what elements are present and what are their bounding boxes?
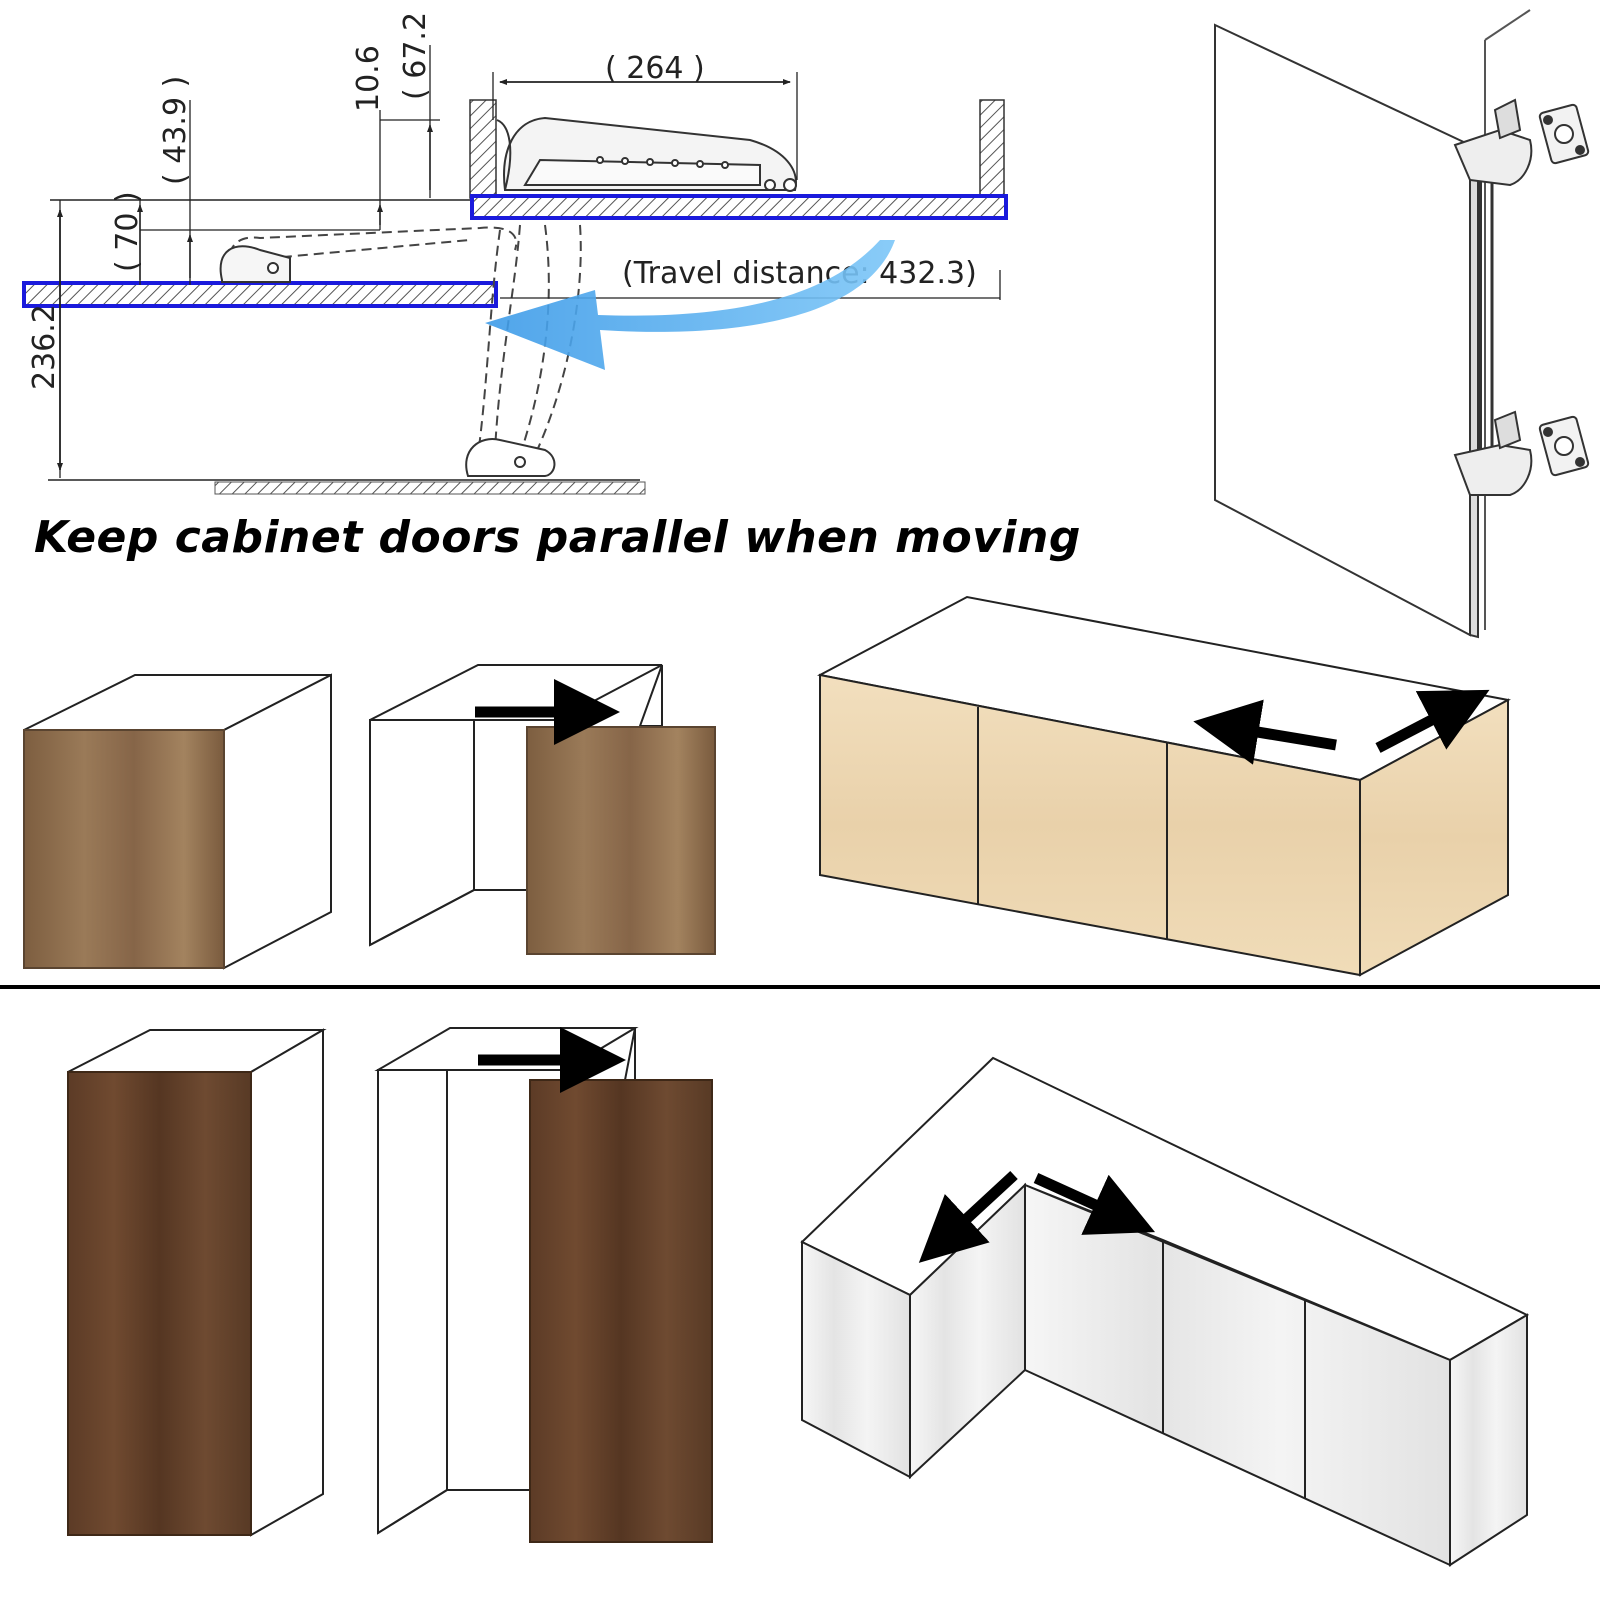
cabinet-row-1: [23, 595, 1511, 977]
door-hinge-perspective: [1214, 9, 1590, 639]
corner-right-arrow-icon: [1033, 1172, 1156, 1235]
door-closed-position: [470, 194, 1008, 220]
motion-arrow-icon: [485, 240, 895, 370]
dimension-arrows: [57, 79, 791, 471]
dim-70-label: ( 70 ): [110, 191, 145, 272]
cabinet-row-2: [67, 1027, 1530, 1567]
cabinet-tall-closed-dark: [67, 1028, 327, 1537]
left-cabinet-wall: [469, 99, 497, 199]
dim-10-6-label: 10.6: [351, 45, 386, 112]
door-open-position: [22, 281, 498, 308]
hinge-base-lower: [219, 245, 556, 477]
left-arrow-icon: [1193, 699, 1337, 765]
dim-264-label: ( 264 ): [605, 51, 705, 86]
hinge-top-icon: [1453, 98, 1590, 187]
dim-236-2-label: 236.2: [27, 304, 62, 390]
right-arrow-icon: [1375, 689, 1490, 753]
technical-drawing: ( 264 ) ( 67.2 ) 10.6 ( 43.9 ) ( 70 ) 23…: [22, 0, 1008, 495]
corner-left-arrow-icon: [918, 1170, 1018, 1263]
right-cabinet-wall: [979, 99, 1005, 199]
cabinet-open-medium: [369, 664, 716, 955]
door-panel: [1214, 23, 1471, 637]
hinge-mechanism-closed: [496, 116, 797, 192]
hinge-bottom-icon: [1453, 410, 1590, 496]
cabinet-tall-open-dark: [374, 1027, 713, 1543]
dim-67-2-label: ( 67.2 ): [398, 0, 433, 100]
cabinet-corner-white: [800, 1056, 1530, 1567]
travel-distance-label: (Travel distance: 432.3): [622, 256, 977, 291]
cabinet-closed-medium: [23, 673, 332, 970]
headline-text: Keep cabinet doors parallel when moving: [34, 512, 1081, 563]
dim-43-9-label: ( 43.9 ): [158, 76, 193, 185]
lowest-door-position: [214, 481, 646, 495]
cabinet-long-light: [817, 595, 1511, 977]
